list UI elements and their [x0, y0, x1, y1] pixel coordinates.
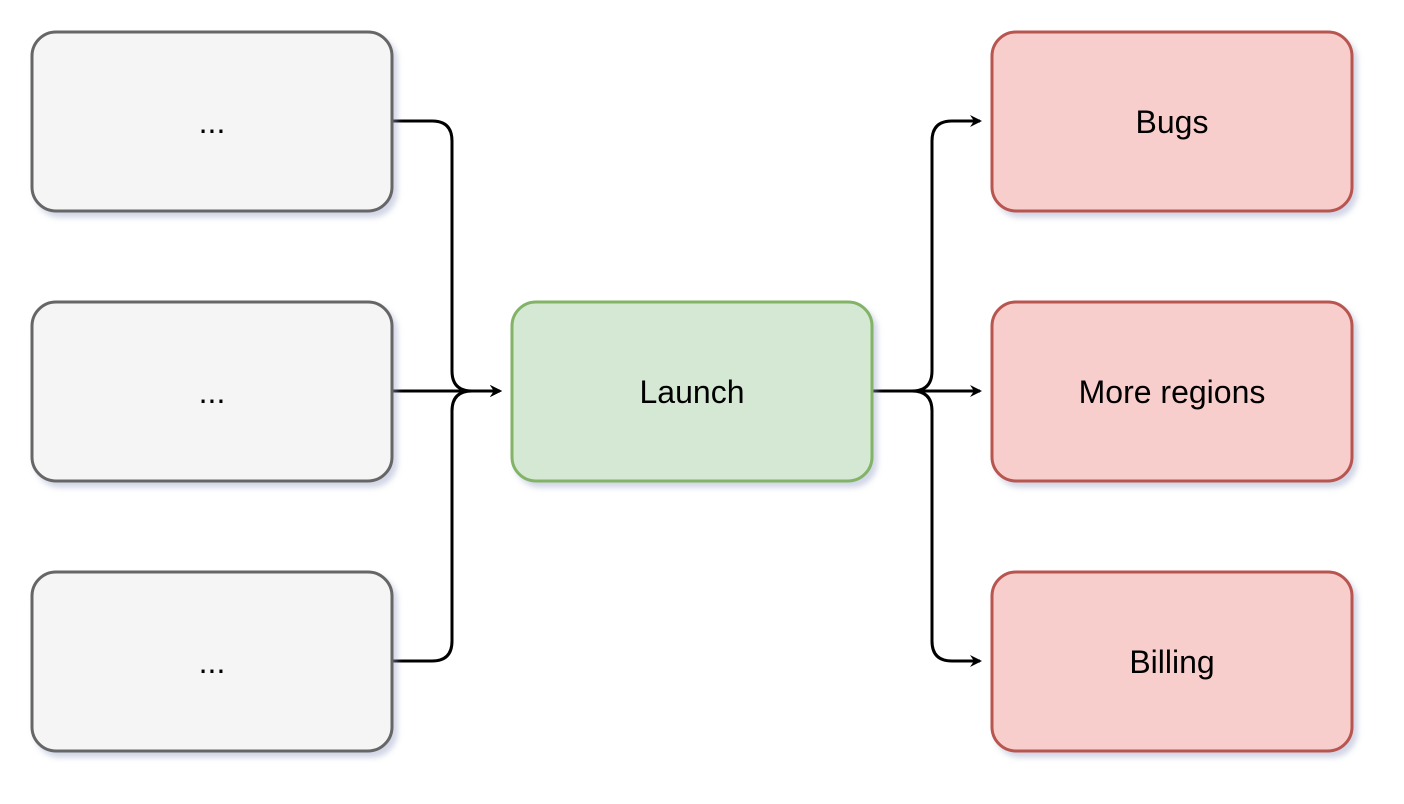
input-node-3[interactable]: ...: [30, 570, 394, 753]
input-node-2-label: ...: [199, 374, 226, 410]
bugs-node[interactable]: Bugs: [990, 30, 1354, 213]
more-regions-node[interactable]: More regions: [990, 300, 1354, 483]
more-regions-node-label: More regions: [1079, 374, 1266, 410]
input-node-3-label: ...: [199, 644, 226, 680]
connector-input-3-to-launch: [392, 385, 502, 663]
output-connectors: [872, 115, 982, 667]
connector-launch-to-billing: [872, 389, 982, 667]
input-node-1-box: [30, 30, 394, 213]
input-node-2-box: [30, 300, 394, 483]
launch-node[interactable]: Launch: [510, 300, 874, 483]
input-node-1[interactable]: ...: [30, 30, 394, 213]
billing-node-box: [990, 570, 1354, 753]
input-node-3-box: [30, 570, 394, 753]
launch-node-box: [510, 300, 874, 483]
bugs-node-label: Bugs: [1136, 104, 1209, 140]
launch-node-label: Launch: [640, 374, 745, 410]
billing-node-label: Billing: [1129, 644, 1214, 680]
input-node-1-label: ...: [199, 104, 226, 140]
input-node-2[interactable]: ...: [30, 300, 394, 483]
billing-node[interactable]: Billing: [990, 570, 1354, 753]
input-connectors: [392, 119, 502, 663]
connector-launch-to-bugs: [872, 115, 982, 393]
more-regions-node-box: [990, 300, 1354, 483]
bugs-node-box: [990, 30, 1354, 213]
connector-input-1-to-launch: [392, 119, 502, 397]
